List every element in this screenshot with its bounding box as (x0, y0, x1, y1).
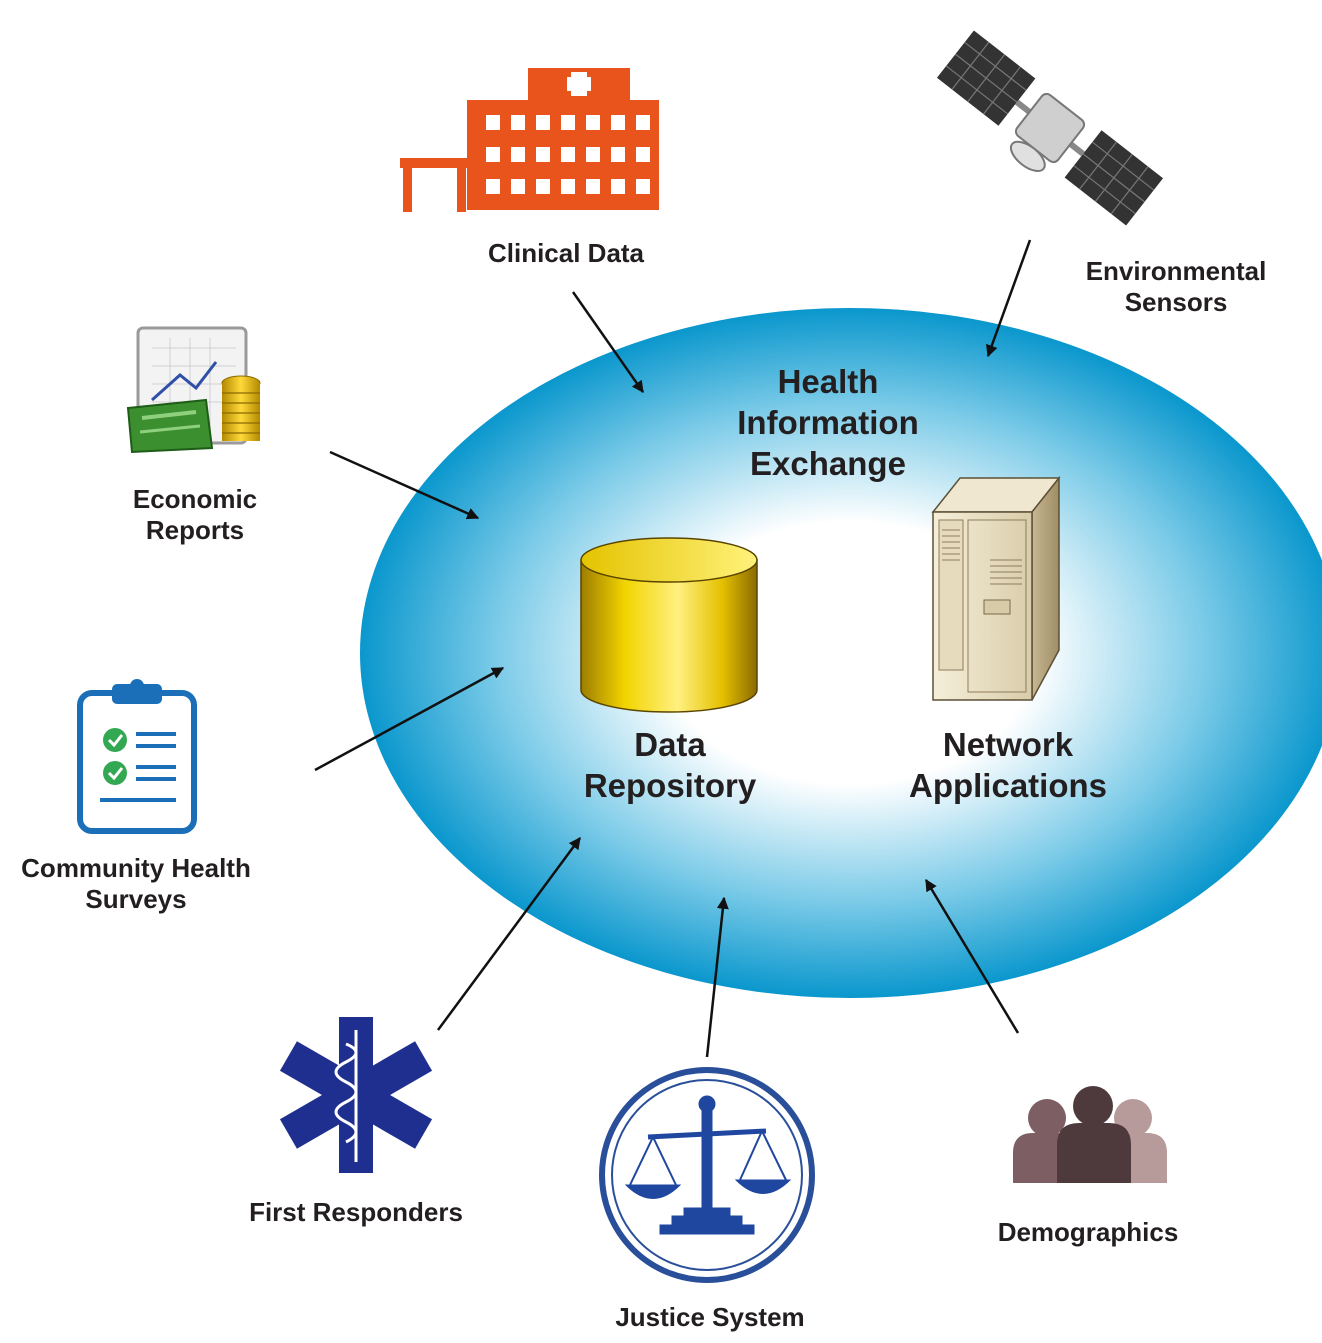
community-health-surveys-label: Community Health Surveys (21, 853, 251, 914)
flow-arrows (314, 239, 1032, 1058)
environmental-sensors-label: Environmental Sensors (1085, 256, 1267, 317)
exchange-title: Health Information Exchange (737, 363, 919, 482)
scales-icon (599, 1067, 815, 1283)
economic-chart-icon (126, 326, 261, 454)
first-responders-label: First Responders (249, 1197, 463, 1227)
arrow-first-responders (436, 837, 582, 1031)
justice-system-label: Justice System (615, 1302, 805, 1332)
server-icon (931, 475, 1061, 701)
clipboard-icon (77, 679, 197, 834)
people-icon (1013, 1086, 1167, 1183)
hospital-icon (400, 68, 659, 212)
demographics-label: Demographics (997, 1217, 1179, 1247)
star-of-life-icon (279, 1017, 433, 1173)
arrow-demographics (924, 878, 1020, 1034)
arrow-economic (329, 450, 480, 520)
arrow-surveys (314, 666, 505, 772)
data-repository-label: Data Repository (583, 726, 757, 804)
database-icon (580, 537, 758, 713)
satellite-icon (936, 30, 1164, 226)
arrow-clinical (571, 291, 645, 393)
network-applications-label: Network Applications (908, 726, 1108, 804)
arrow-environmental (986, 239, 1032, 358)
clinical-data-label: Clinical Data (487, 238, 645, 268)
exchange-ellipse (360, 308, 1322, 998)
economic-reports-label: Economic Reports (132, 484, 258, 545)
arrow-justice (705, 896, 729, 1058)
